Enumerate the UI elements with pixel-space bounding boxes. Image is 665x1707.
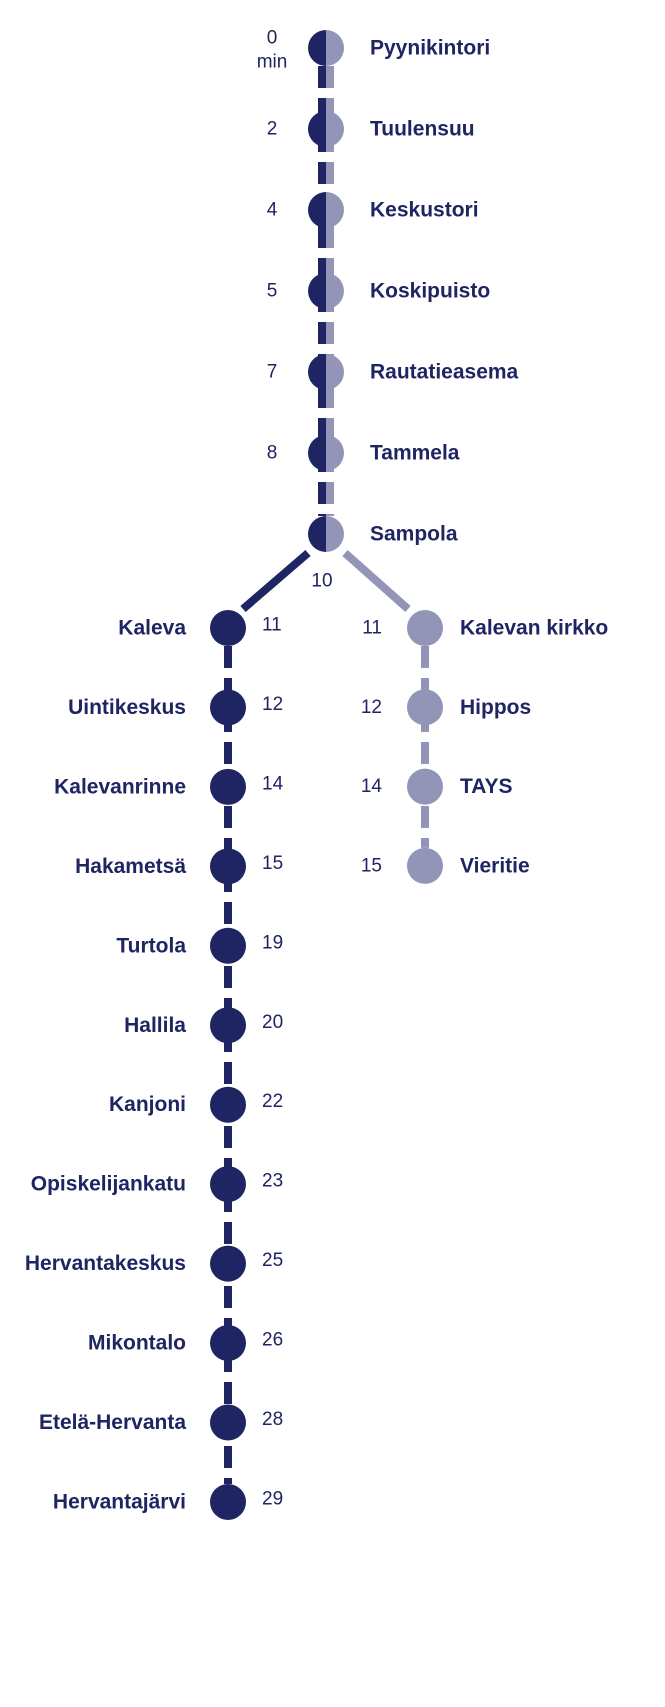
stop-time: 29	[262, 1488, 283, 1509]
stop-time: 22	[262, 1091, 283, 1112]
stop-half-light	[326, 435, 344, 471]
stop-time: 12	[262, 694, 283, 715]
stop-half-light	[326, 273, 344, 309]
stop-time: 14	[262, 773, 284, 794]
left-stop-marker	[210, 610, 246, 646]
stop-time: 28	[262, 1409, 283, 1430]
stop-name: Pyynikintori	[370, 37, 490, 60]
stop-time: 11	[362, 618, 382, 639]
route-stops	[210, 30, 443, 1520]
left-stop-marker	[210, 927, 246, 964]
stop-name: Opiskelijankatu	[31, 1173, 186, 1196]
left-stop-marker	[210, 768, 246, 805]
right-stop-marker	[407, 768, 443, 805]
stop-name: Kanjoni	[109, 1093, 186, 1116]
trunk-stop-marker	[308, 273, 344, 309]
stop-name: Sampola	[370, 523, 458, 546]
trunk-stop-marker	[308, 111, 344, 147]
stop-half-dark	[308, 273, 326, 309]
stop-name: Hippos	[460, 696, 531, 719]
trunk-stop-marker	[308, 354, 344, 390]
stop-time: 15	[262, 853, 283, 874]
left-stop-marker	[210, 1325, 246, 1362]
left-stop-marker	[210, 1245, 246, 1282]
left-stop-marker	[210, 848, 246, 885]
stop-name: Uintikeskus	[68, 696, 186, 719]
stop-name: Rautatieasema	[370, 361, 519, 384]
stop-time: 0	[267, 28, 278, 49]
stop-name: TAYS	[460, 775, 513, 798]
stop-half-light	[326, 30, 344, 66]
stop-time: 11	[262, 615, 282, 636]
stop-time: 26	[262, 1330, 283, 1351]
stop-half-dark	[308, 30, 326, 66]
stop-time: 20	[262, 1012, 283, 1033]
stop-name: Turtola	[116, 934, 186, 957]
trunk-stop-marker	[308, 30, 344, 66]
stop-name: Tammela	[370, 442, 460, 465]
stop-name: Kaleva	[118, 617, 186, 640]
stop-half-dark	[308, 516, 326, 552]
stop-name: Hallila	[124, 1014, 186, 1037]
stop-half-light	[326, 192, 344, 228]
stop-name: Kalevanrinne	[54, 775, 186, 798]
stop-half-dark	[308, 111, 326, 147]
stop-time: 4	[267, 200, 278, 221]
trunk-stop-marker	[308, 435, 344, 471]
stop-name: Vieritie	[460, 854, 530, 877]
branch-time: 10	[311, 571, 332, 592]
stop-name: Keskustori	[370, 199, 479, 222]
stop-time: 12	[361, 697, 382, 718]
trunk-stop-marker	[308, 192, 344, 228]
time-unit: min	[257, 52, 288, 73]
left-stop-marker	[210, 1086, 246, 1123]
stop-time: 25	[262, 1250, 283, 1271]
stop-time: 2	[267, 119, 278, 140]
right-branch-connector	[342, 550, 411, 612]
stop-name: Hakametsä	[75, 855, 186, 878]
stop-time: 5	[267, 281, 278, 302]
left-stop-marker	[210, 1007, 246, 1044]
stop-time: 7	[267, 362, 278, 383]
stop-name: Etelä-Hervanta	[39, 1411, 186, 1434]
stop-time: 14	[361, 776, 383, 797]
stop-name: Koskipuisto	[370, 280, 490, 303]
left-stop-marker	[210, 1483, 246, 1520]
left-branch-connector	[240, 549, 311, 613]
stop-name: Hervantakeskus	[25, 1252, 186, 1275]
stop-time: 23	[262, 1171, 283, 1192]
stop-time: 8	[267, 443, 278, 464]
right-stop-marker	[407, 689, 443, 726]
right-stop-marker	[407, 610, 443, 646]
stop-time: 19	[262, 932, 283, 953]
stop-time: 15	[361, 855, 382, 876]
stop-name: Hervantajärvi	[53, 1490, 186, 1513]
stop-half-light	[326, 354, 344, 390]
stop-half-dark	[308, 192, 326, 228]
stop-name: Tuulensuu	[370, 118, 475, 141]
stop-half-light	[326, 111, 344, 147]
stop-half-dark	[308, 354, 326, 390]
stop-half-dark	[308, 435, 326, 471]
stop-name: Mikontalo	[88, 1332, 186, 1355]
left-stop-marker	[210, 1166, 246, 1203]
trunk-stop-marker	[308, 516, 344, 552]
left-stop-marker	[210, 1404, 246, 1441]
left-stop-marker	[210, 689, 246, 726]
right-stop-marker	[407, 847, 443, 884]
stop-name: Kalevan kirkko	[460, 617, 608, 640]
stop-half-light	[326, 516, 344, 552]
